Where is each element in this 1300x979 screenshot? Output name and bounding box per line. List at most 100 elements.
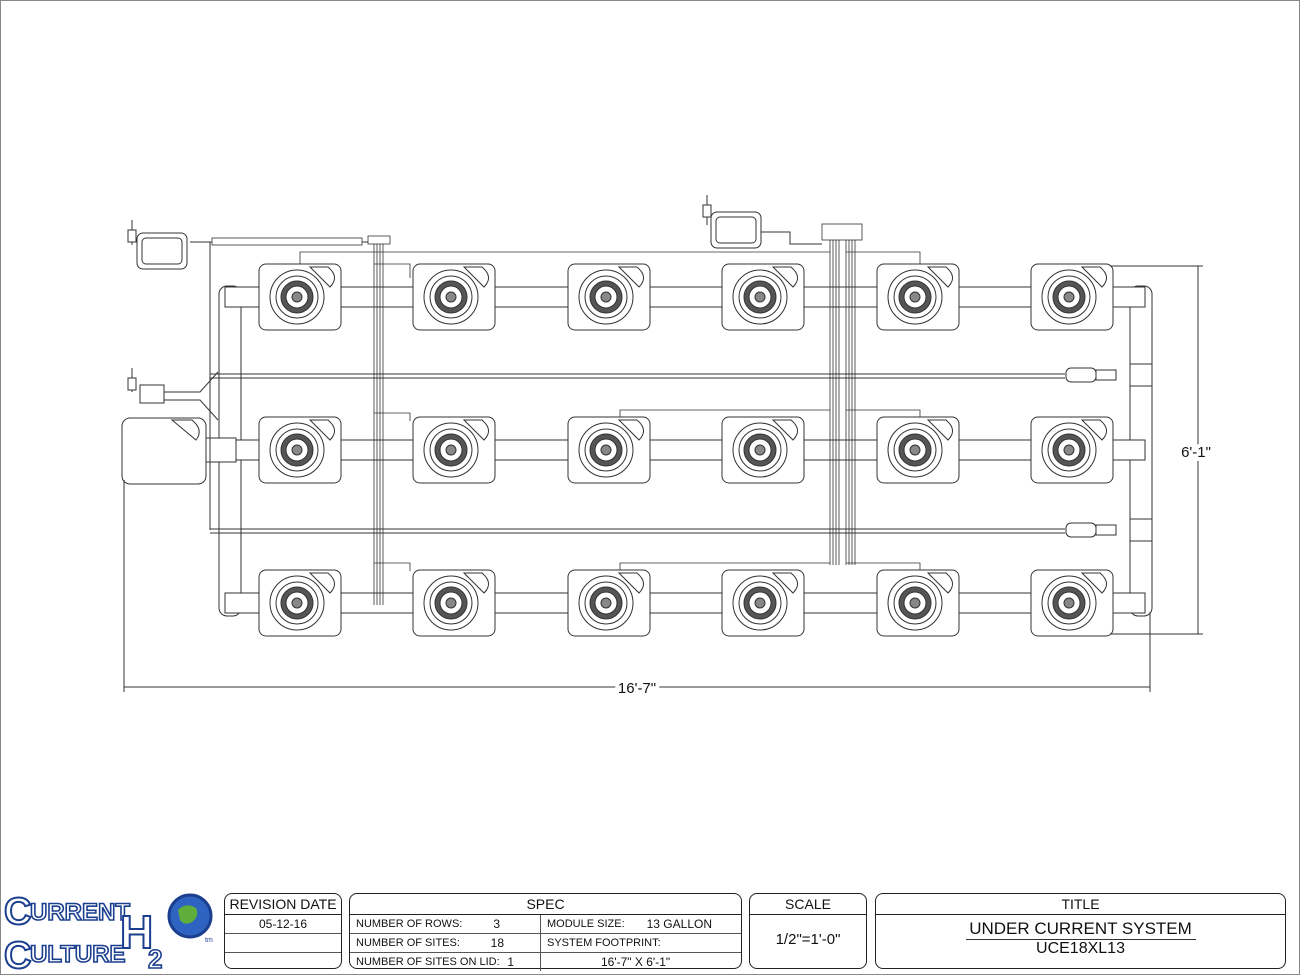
row-pipe	[224, 592, 1146, 614]
module-bucket	[412, 263, 496, 331]
revision-date-box: REVISION DATE 05-12-16	[224, 893, 342, 969]
lid-port-cover	[462, 419, 489, 441]
net-pot-center	[754, 597, 766, 609]
pump-block	[139, 384, 165, 404]
net-pot-center	[909, 291, 921, 303]
module-bucket	[876, 263, 960, 331]
module-bucket	[412, 416, 496, 484]
air-branch	[374, 263, 411, 278]
module-size-value: 13 GALLON	[646, 917, 712, 931]
width-dimension-label: 16'-7"	[618, 680, 656, 697]
ball-valve	[1065, 522, 1097, 538]
logo-trademark: tm	[205, 937, 213, 944]
controllers	[121, 195, 762, 530]
return-tee	[1129, 363, 1153, 387]
air-pump-line	[760, 231, 822, 245]
module-grid	[258, 263, 1114, 637]
air-branch	[374, 412, 411, 421]
plug-icon	[127, 229, 137, 243]
lid-port-cover	[462, 572, 489, 594]
valve-body	[1095, 369, 1117, 381]
air-pump-inner	[141, 237, 183, 265]
net-pot-center	[754, 291, 766, 303]
plug-icon	[702, 204, 712, 218]
net-pot-center	[445, 291, 457, 303]
lid-port-cover	[308, 419, 335, 441]
air-branch	[846, 562, 921, 571]
lid-port-cover	[771, 419, 798, 441]
logo-h: H	[120, 906, 153, 958]
lid-port-cover	[1080, 419, 1107, 441]
module-size-label: MODULE SIZE:	[547, 918, 625, 930]
valve-body	[1095, 524, 1117, 536]
title-model: UCE18XL13	[1036, 940, 1125, 957]
spec-row-3: NUMBER OF SITES ON LID: 1 16'-7" X 6'-1"	[350, 953, 741, 971]
net-pot-center	[1063, 597, 1075, 609]
air-branch	[846, 409, 921, 418]
net-pot-center	[1063, 291, 1075, 303]
return-tee	[1129, 518, 1153, 542]
control-tee	[205, 437, 237, 463]
sites-value: 18	[490, 936, 504, 950]
net-pot-center	[291, 597, 303, 609]
air-pump-inner	[715, 216, 757, 244]
module-bucket	[721, 416, 805, 484]
module-bucket	[567, 569, 651, 637]
lid-sites-value: 1	[507, 955, 514, 969]
module-bucket	[567, 416, 651, 484]
ball-valve	[1065, 367, 1097, 383]
air-branch	[299, 251, 830, 266]
scale-value: 1/2"=1'-0"	[775, 931, 841, 948]
net-pot-center	[600, 291, 612, 303]
air-manifold-block	[821, 223, 863, 241]
spec-header: SPEC	[350, 894, 741, 915]
module-bucket	[1030, 569, 1114, 637]
module-bucket	[1030, 263, 1114, 331]
net-pot-center	[754, 444, 766, 456]
lid-port-cover	[462, 266, 489, 288]
logo-line2: ULTURE	[30, 941, 126, 968]
lid-sites-label: NUMBER OF SITES ON LID:	[356, 956, 500, 968]
control-lid-port	[170, 419, 200, 441]
net-pot-center	[909, 597, 921, 609]
lid-port-cover	[617, 572, 644, 594]
air-manifold-block	[367, 235, 391, 245]
module-bucket	[258, 569, 342, 637]
air-pump	[710, 211, 762, 249]
lid-port-cover	[926, 419, 953, 441]
logo-line1: URRENT	[30, 899, 130, 926]
air-pump	[136, 232, 188, 270]
air-branch	[846, 251, 921, 266]
logo-c-bottom: C	[4, 935, 31, 974]
row-pipe	[224, 439, 1146, 461]
footprint-value: 16'-7" X 6'-1"	[601, 955, 671, 969]
pump-outlet	[164, 399, 219, 421]
current-culture-logo: C URRENT C ULTURE H 2 tm	[3, 890, 213, 978]
dimensions: 16'-7" 6'-1"	[123, 265, 1215, 701]
module-bucket	[258, 416, 342, 484]
spec-row-1: NUMBER OF ROWS: 3 MODULE SIZE: 13 GALLON	[350, 915, 741, 934]
spec-row-2: NUMBER OF SITES:18 SYSTEM FOOTPRINT:	[350, 934, 741, 953]
lid-port-cover	[926, 572, 953, 594]
lid-port-cover	[1080, 266, 1107, 288]
lid-port-cover	[771, 266, 798, 288]
plug-icon	[127, 377, 137, 391]
company-logo: C URRENT C ULTURE H 2 tm	[0, 886, 222, 978]
title-divider	[965, 939, 1196, 940]
rows-value: 3	[493, 917, 500, 931]
rows-label: NUMBER OF ROWS:	[356, 918, 463, 930]
revision-date-value: 05-12-16	[225, 915, 341, 934]
title-header: TITLE	[876, 894, 1285, 915]
lid-port-cover	[617, 266, 644, 288]
pump-outlet	[164, 371, 219, 393]
height-dimension-label: 6'-1"	[1181, 444, 1211, 461]
module-bucket	[721, 569, 805, 637]
module-bucket	[1030, 416, 1114, 484]
revision-blank-row	[225, 934, 341, 953]
scale-header: SCALE	[750, 894, 866, 915]
lid-port-cover	[926, 266, 953, 288]
sites-label: NUMBER OF SITES:	[356, 937, 460, 949]
row-pipe	[224, 286, 1146, 308]
net-pot-center	[600, 597, 612, 609]
